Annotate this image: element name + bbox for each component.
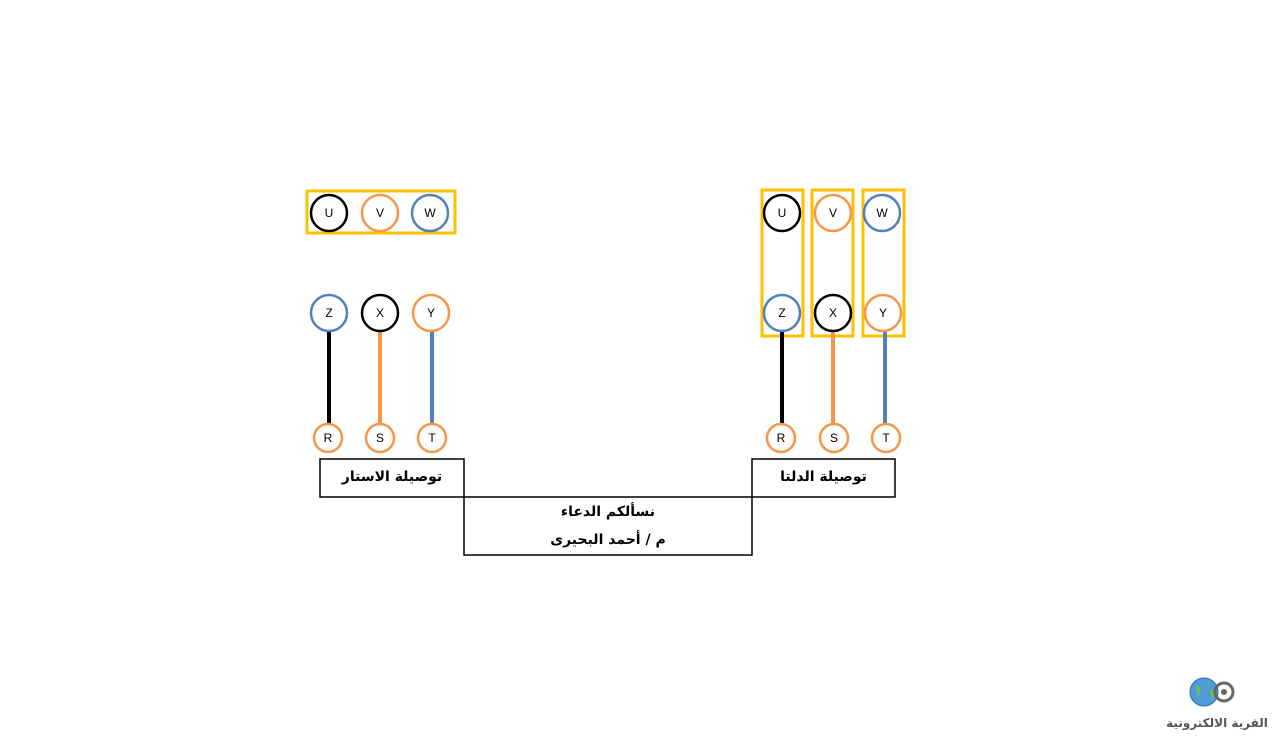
delta-supply-s: S bbox=[818, 422, 850, 454]
svg-text:W: W bbox=[876, 206, 888, 220]
svg-text:X: X bbox=[376, 306, 384, 320]
svg-text:U: U bbox=[325, 206, 334, 220]
footer-line-2: م / أحمد البحيرى bbox=[550, 532, 666, 548]
delta-terminal-w: W bbox=[862, 193, 902, 233]
footer-line-1: نسألكم الدعاء bbox=[560, 504, 656, 520]
star-supply-s: S bbox=[364, 422, 396, 454]
svg-text:Z: Z bbox=[778, 306, 785, 320]
star-supply-t: T bbox=[416, 422, 448, 454]
star-supply-r: R bbox=[312, 422, 344, 454]
star-terminal-v: V bbox=[360, 193, 400, 233]
star-caption: توصيلة الاستار bbox=[341, 469, 443, 485]
delta-caption: توصيلة الدلتا bbox=[780, 469, 867, 485]
star-terminal-x: X bbox=[360, 293, 400, 333]
svg-text:R: R bbox=[324, 431, 333, 445]
delta-terminal-z: Z bbox=[762, 293, 802, 333]
delta-terminal-x: X bbox=[813, 293, 853, 333]
svg-text:V: V bbox=[376, 206, 384, 220]
delta-connection bbox=[760, 188, 906, 426]
svg-text:S: S bbox=[830, 431, 838, 445]
star-terminal-u: U bbox=[309, 193, 349, 233]
delta-terminal-u: U bbox=[762, 193, 802, 233]
delta-terminal-y: Y bbox=[863, 293, 903, 333]
svg-text:T: T bbox=[428, 431, 436, 445]
delta-supply-r: R bbox=[765, 422, 797, 454]
star-caption-box bbox=[319, 458, 465, 498]
svg-text:W: W bbox=[424, 206, 436, 220]
delta-supply-t: T bbox=[870, 422, 902, 454]
svg-text:X: X bbox=[829, 306, 837, 320]
globe-gear-icon bbox=[1189, 677, 1235, 707]
star-terminal-y: Y bbox=[411, 293, 451, 333]
svg-text:S: S bbox=[376, 431, 384, 445]
svg-text:V: V bbox=[829, 206, 837, 220]
logo-text: القرية الالكترونية bbox=[1166, 716, 1268, 730]
svg-text:R: R bbox=[777, 431, 786, 445]
star-terminal-z: Z bbox=[309, 293, 349, 333]
svg-text:Y: Y bbox=[427, 306, 435, 320]
svg-text:Y: Y bbox=[879, 306, 887, 320]
delta-caption-box bbox=[751, 458, 896, 498]
star-terminal-w: W bbox=[410, 193, 450, 233]
svg-text:U: U bbox=[778, 206, 787, 220]
svg-text:T: T bbox=[882, 431, 890, 445]
star-connection bbox=[305, 189, 457, 426]
star-bridge-frame bbox=[305, 189, 457, 235]
delta-terminal-v: V bbox=[813, 193, 853, 233]
footer-box bbox=[463, 496, 753, 556]
svg-text:Z: Z bbox=[325, 306, 332, 320]
